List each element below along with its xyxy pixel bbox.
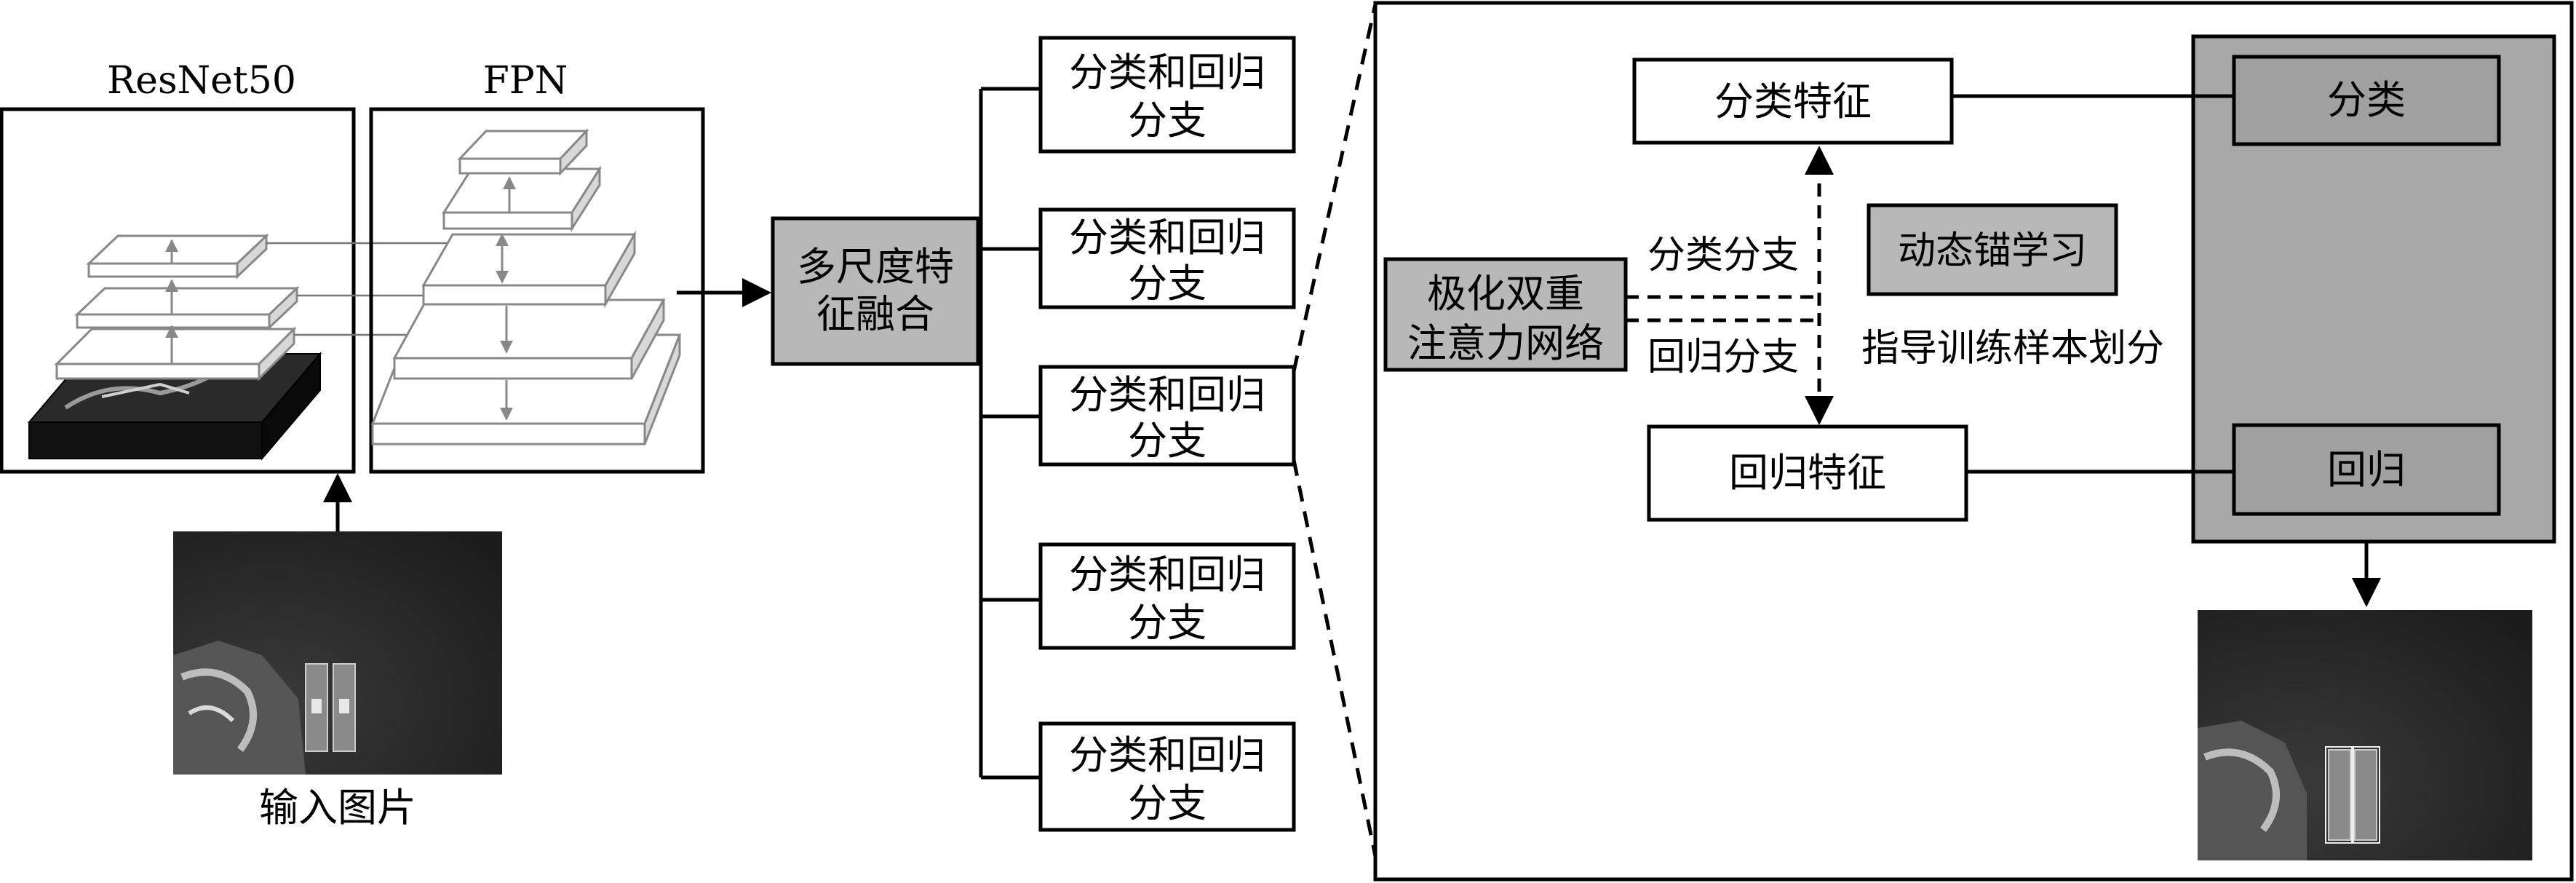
fusion-label-line2: 征融合 bbox=[816, 291, 934, 337]
guide-text: 指导训练样本划分 bbox=[1861, 327, 2164, 371]
branch-dashed-lines bbox=[1626, 295, 1819, 322]
cls-feature-label: 分类特征 bbox=[1714, 79, 1872, 124]
fpn-arrows bbox=[496, 176, 516, 421]
attention-label-line1: 极化双重 bbox=[1427, 271, 1584, 317]
branch-label-line1: 分类和回归 bbox=[1069, 372, 1265, 418]
branch-box: 分类和回归 分支 bbox=[1038, 542, 1296, 650]
fpn-layer-2 bbox=[442, 165, 602, 233]
branch-connectors bbox=[978, 87, 1041, 780]
reg-feature-label: 回归特征 bbox=[1729, 450, 1886, 496]
fpn-layer-4 bbox=[392, 298, 666, 380]
branch-label-line1: 分类和回归 bbox=[1069, 552, 1265, 598]
fpn-label: FPN bbox=[483, 59, 568, 103]
branch-label-line2: 分支 bbox=[1128, 98, 1206, 143]
resnet-layer-2 bbox=[74, 285, 300, 330]
branch-box: 分类和回归 分支 bbox=[1038, 207, 1296, 309]
fpn-layer-1 bbox=[457, 128, 589, 176]
fpn-panel bbox=[369, 107, 705, 474]
branch-label-line1: 分类和回归 bbox=[1069, 215, 1265, 261]
branch-label-line2: 分支 bbox=[1128, 261, 1206, 306]
fpn-layer-3 bbox=[421, 230, 637, 309]
fusion-box bbox=[771, 216, 980, 366]
feature-head-lines bbox=[1952, 94, 2234, 474]
input-image bbox=[173, 531, 502, 775]
attention-box bbox=[1383, 257, 1628, 372]
output-image bbox=[2198, 610, 2532, 860]
branch-label-line1: 分类和回归 bbox=[1069, 732, 1265, 778]
cls-feature-box bbox=[1632, 58, 1954, 145]
fusion-label-line1: 多尺度特 bbox=[797, 244, 954, 290]
resnet-layer-3 bbox=[54, 326, 297, 381]
reg-feature-box bbox=[1647, 424, 1968, 522]
branch-label-line2: 分支 bbox=[1128, 600, 1206, 646]
attention-label-line2: 注意力网络 bbox=[1407, 320, 1604, 366]
cls-branch-label: 分类分支 bbox=[1647, 234, 1799, 277]
branch-label-line1: 分类和回归 bbox=[1069, 50, 1265, 95]
reg-branch-label: 回归分支 bbox=[1647, 336, 1799, 379]
branch-label-line2: 分支 bbox=[1128, 418, 1206, 464]
branch-box: 分类和回归 分支 bbox=[1038, 36, 1296, 154]
zoom-guides bbox=[1292, 4, 1378, 857]
head-reg-box bbox=[2232, 423, 2501, 516]
branch-box: 分类和回归 分支 bbox=[1038, 721, 1296, 832]
resnet-label: ResNet50 bbox=[107, 59, 296, 103]
dynamic-anchor-label: 动态锚学习 bbox=[1898, 229, 2087, 273]
head-cls-label: 分类 bbox=[2327, 77, 2406, 123]
head-cls-box bbox=[2232, 55, 2501, 146]
dynamic-anchor-box bbox=[1867, 203, 2118, 296]
branch-label-line2: 分支 bbox=[1128, 780, 1206, 826]
input-label: 输入图片 bbox=[259, 785, 416, 831]
resnet-layer-1 bbox=[86, 233, 269, 280]
branch-box: 分类和回归 分支 bbox=[1038, 365, 1296, 467]
head-reg-label: 回归 bbox=[2327, 447, 2406, 493]
